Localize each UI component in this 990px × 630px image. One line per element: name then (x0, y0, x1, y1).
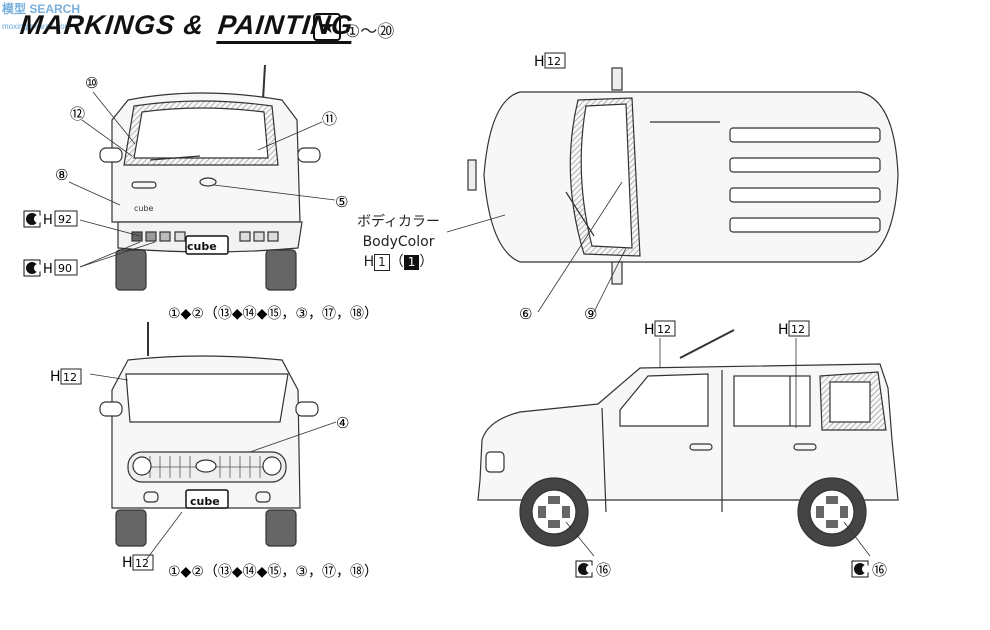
callout-16b: ⑯ (872, 561, 887, 579)
body-color-h-num: 1 (374, 254, 390, 271)
top-view (446, 67, 899, 313)
side-view (477, 329, 899, 557)
callout-8: ⑧ (55, 166, 68, 184)
top-h12-code: 12 (547, 55, 561, 68)
rear-cube-badge: cube (134, 204, 154, 213)
front-view (89, 322, 337, 561)
callout-4: ④ (336, 414, 349, 432)
watermark: 模型 SEARCH (2, 2, 81, 16)
h92-code: 92 (58, 213, 72, 226)
callout-9: ⑨ (584, 305, 597, 323)
callout-6: ⑥ (519, 305, 532, 323)
side-h12b-h: H (778, 322, 789, 338)
number-range: ①～⑳ (345, 22, 395, 42)
h90-code: 90 (58, 262, 72, 275)
h90-h: H (43, 262, 53, 277)
callout-5: ⑤ (335, 193, 348, 211)
front-bottom-h: H (122, 555, 133, 571)
front-h12-code: 12 (63, 371, 77, 384)
side-h12b-code: 12 (791, 323, 805, 336)
callout-12: ⑫ (70, 105, 85, 123)
watermark-url: moxing.search.com (2, 22, 72, 31)
body-color-num: 1 (403, 255, 420, 270)
side-h12a-code: 12 (657, 323, 671, 336)
callout-10: ⑩ (85, 74, 98, 92)
h92-h: H (43, 213, 53, 228)
decal-icon-wheel-rear (851, 560, 870, 578)
star-icon: ★ (313, 13, 341, 41)
rear-view (68, 64, 336, 291)
callout-11: ⑪ (322, 110, 337, 128)
decal-icon-h90 (23, 259, 42, 277)
callout-16a: ⑯ (596, 561, 611, 579)
body-color-jp: ボディカラー (357, 214, 441, 230)
top-h12-h: H (534, 54, 545, 70)
front-bottom-code: 12 (135, 557, 149, 570)
rear-callout-row: ①◆②（⑬◆⑭◆⑮，③，⑰，⑱） (168, 306, 378, 322)
rear-cube-plate: cube (187, 240, 217, 253)
side-h12a-h: H (644, 322, 655, 338)
decal-icon-h92 (23, 210, 42, 228)
body-color-h: H (363, 254, 375, 270)
body-color-en: BodyColor (362, 234, 435, 250)
front-h12-h: H (50, 369, 61, 385)
decal-icon-wheel-front (575, 560, 594, 578)
front-cube-plate: cube (190, 495, 220, 508)
front-callout-row: ①◆②（⑬◆⑭◆⑮，③，⑰，⑱） (168, 564, 378, 580)
